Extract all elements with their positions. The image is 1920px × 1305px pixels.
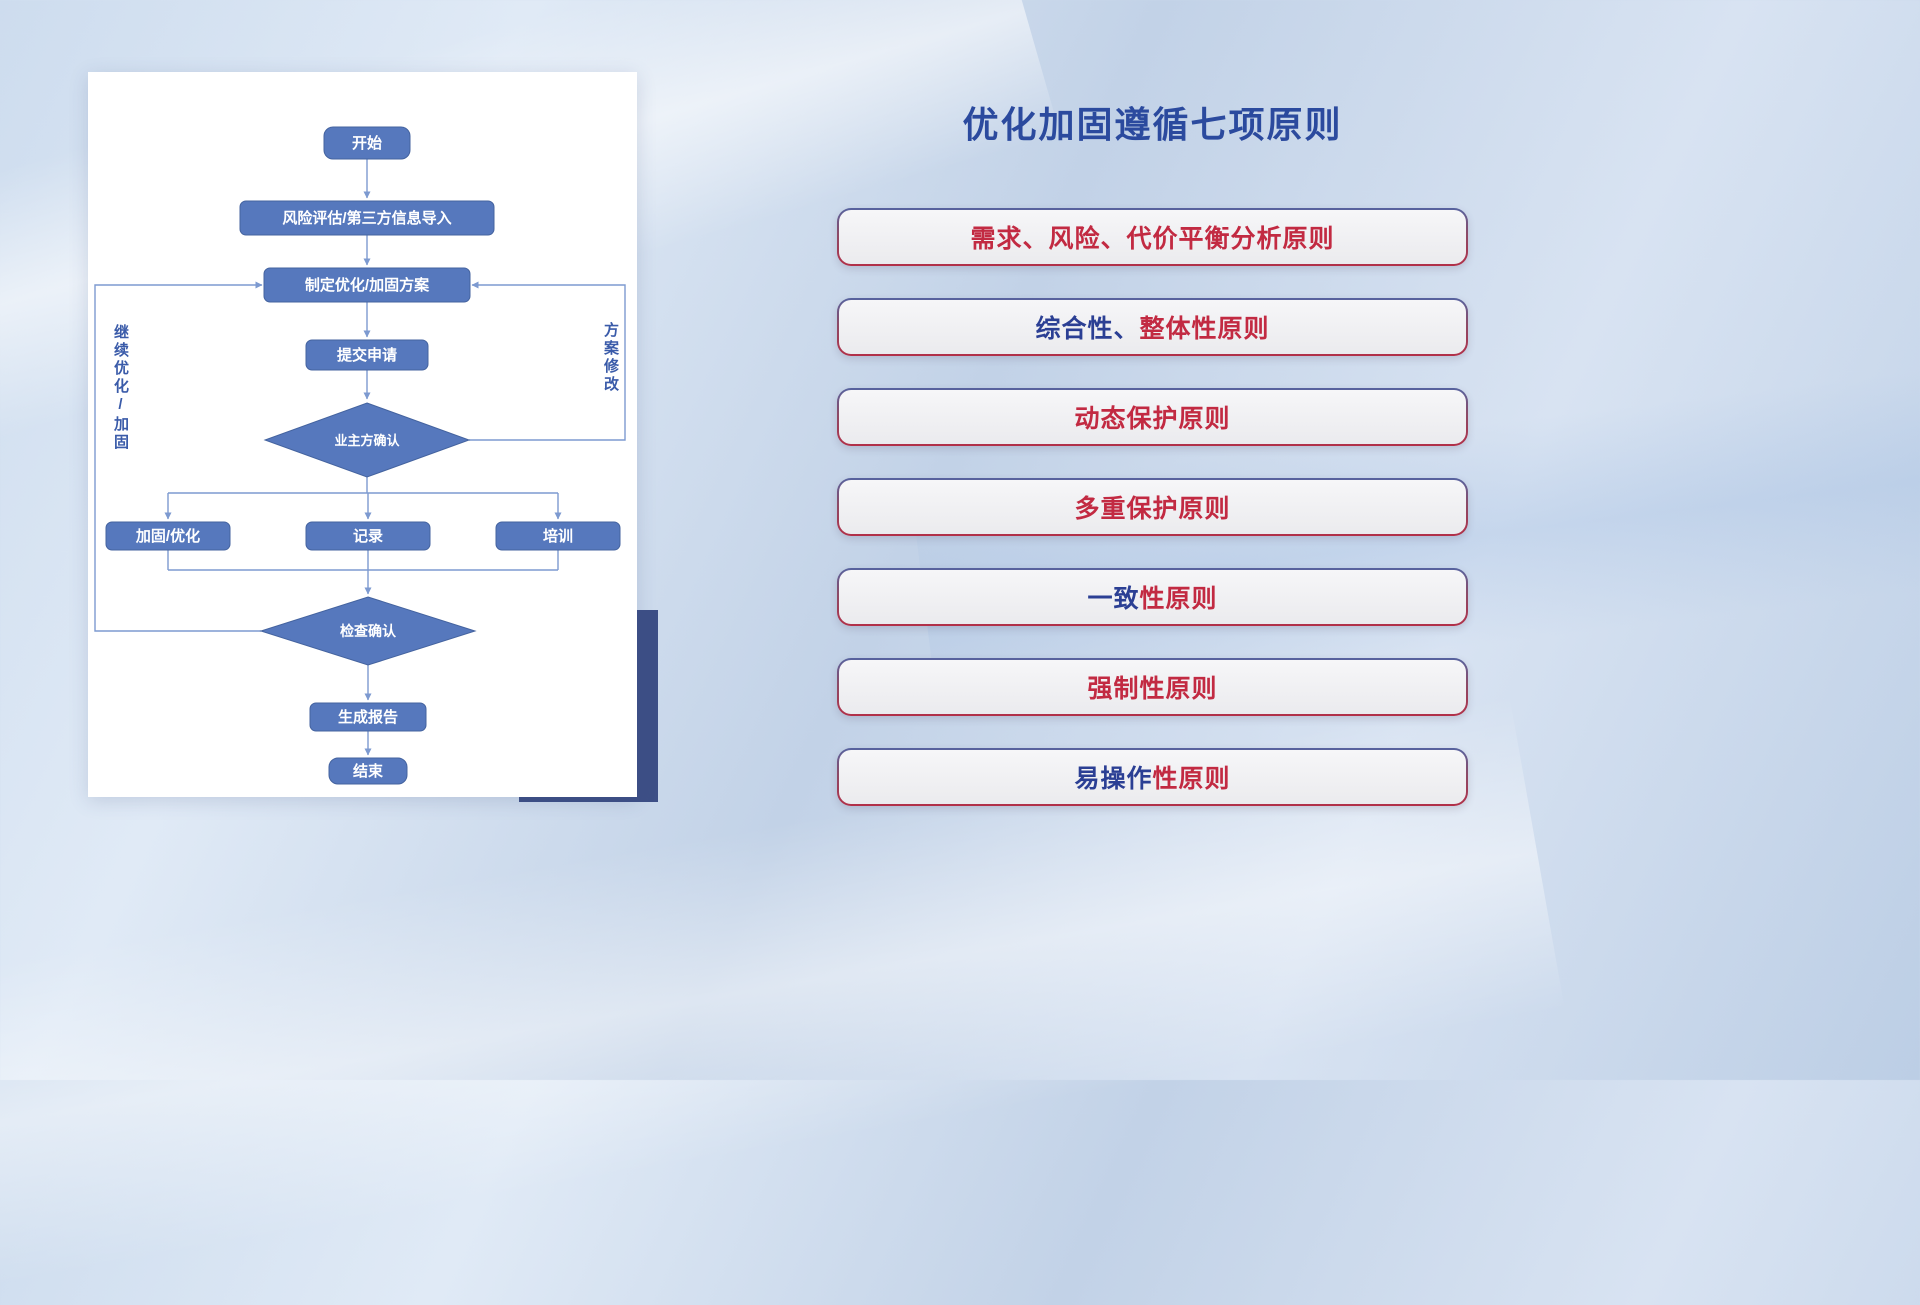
principle-item-label: 动态保护原则 [839,390,1466,444]
principle-text-red: 性原则 [1139,585,1218,613]
node-risk-import-label: 风险评估/第三方信息导入 [282,209,451,227]
principle-text-red: 动态保护原则 [1074,405,1231,433]
principles-title: 优化加固遵循七项原则 [962,104,1343,145]
node-end [328,757,408,785]
node-reinforce-optimize-label: 加固/优化 [135,527,200,545]
node-record [305,521,431,551]
node-report-label: 生成报告 [338,708,398,726]
principle-item: 需求、风险、代价平衡分析原则 [837,208,1468,266]
principle-item-label: 需求、风险、代价平衡分析原则 [839,210,1466,264]
principle-item-label: 综合性、整体性原则 [839,300,1466,354]
principle-text-blue: 一致 [1087,585,1140,613]
node-record-label: 记录 [353,528,383,545]
principle-item: 一致性原则 [837,568,1468,626]
principle-text-blue: 综合性、 [1035,315,1140,343]
node-end-label: 结束 [353,762,384,780]
node-start-label: 开始 [352,134,382,152]
node-training [495,521,621,551]
principle-text-red: 需求、风险、代价平衡分析原则 [970,225,1335,253]
principle-text-red: 多重保护原则 [1074,495,1231,523]
node-make-plan-label: 制定优化/加固方案 [305,276,430,294]
node-report [309,702,427,732]
principle-item-label: 易操作性原则 [839,750,1466,804]
principle-item-label: 多重保护原则 [839,480,1466,534]
node-reinforce-optimize [105,521,231,551]
principle-item: 综合性、整体性原则 [837,298,1468,356]
loop-label-plan-modify: 方案修改 [602,322,619,394]
principle-item: 易操作性原则 [837,748,1468,806]
node-check-confirm-label: 检查确认 [340,623,397,639]
node-check-confirm-diamond [259,596,477,666]
principle-item-label: 强制性原则 [839,660,1466,714]
principle-item: 强制性原则 [837,658,1468,716]
principle-text-red: 性原则 [1152,765,1231,793]
node-training-label: 培训 [543,527,573,545]
principles-list: 需求、风险、代价平衡分析原则 综合性、整体性原则 动态保护原则 多重保护原则 一… [837,208,1468,806]
principle-text-blue: 易操作 [1074,765,1153,793]
principle-item-label: 一致性原则 [839,570,1466,624]
node-owner-confirm-label: 业主方确认 [334,433,400,448]
principle-item: 动态保护原则 [837,388,1468,446]
flowchart-canvas: 开始 风险评估/第三方信息导入 制定优化/加固方案 提交申请 业主方确认 加固/… [94,126,626,785]
principle-text-red: 强制性原则 [1087,675,1218,703]
principle-item: 多重保护原则 [837,478,1468,536]
principle-text-red: 整体性原则 [1139,315,1270,343]
flowchart-card: 开始 风险评估/第三方信息导入 制定优化/加固方案 提交申请 业主方确认 加固/… [88,72,637,797]
principles-panel: 优化加固遵循七项原则 需求、风险、代价平衡分析原则 综合性、整体性原则 动态保护… [837,96,1468,806]
node-submit-label: 提交申请 [337,346,397,364]
loop-label-continue-optimize: 继续优化/加固 [112,324,129,452]
